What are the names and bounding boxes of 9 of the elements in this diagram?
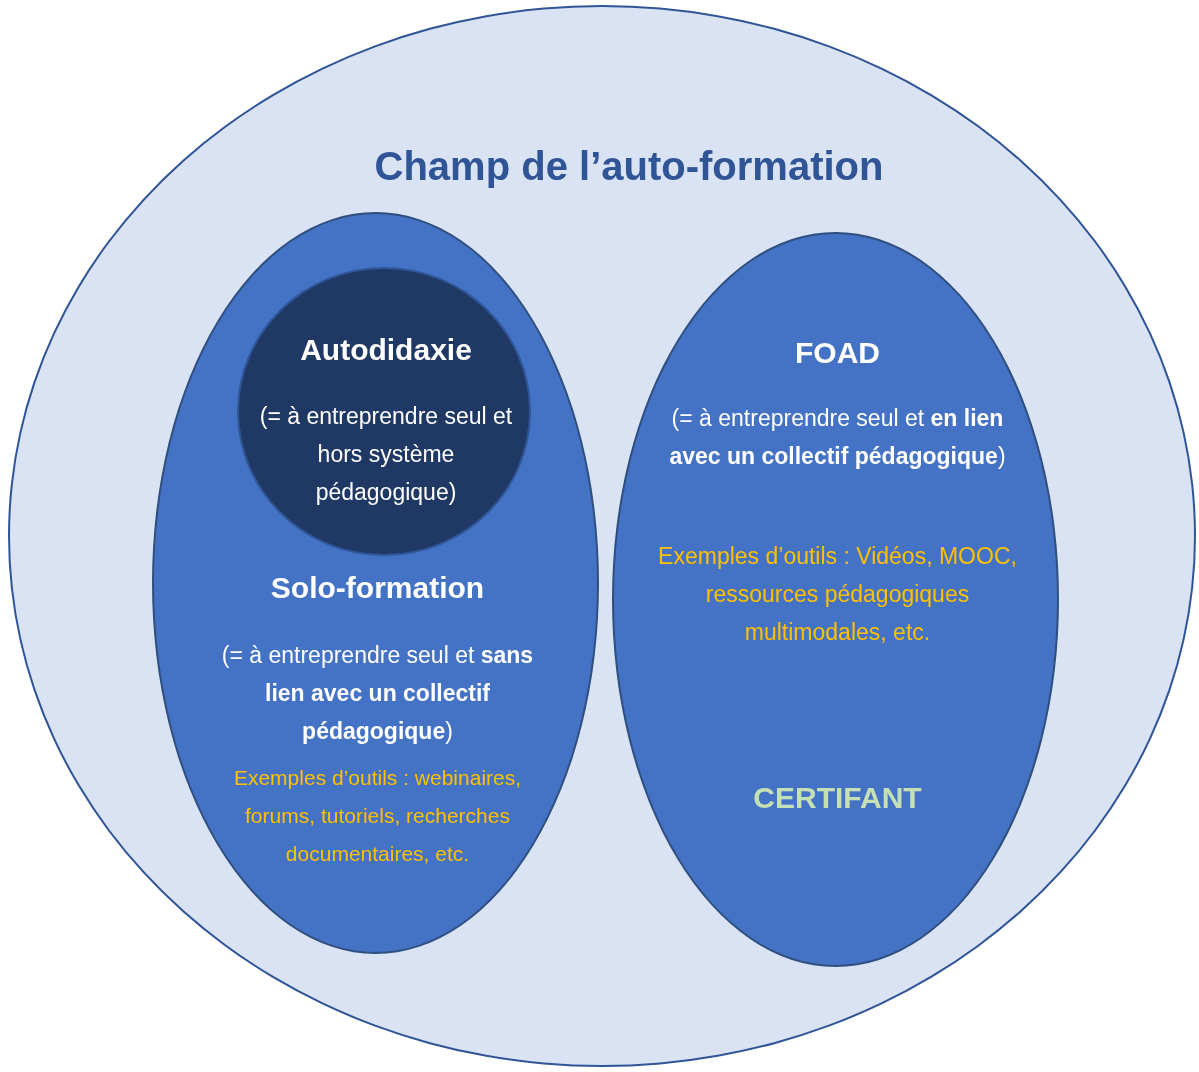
tool-examples: Exemples d’outils : Vidéos, MOOC, ressources pédagogiques multimodales, etc. — [657, 542, 1018, 647]
circle-description: (= à entreprendre seul et hors système pédagogique) — [259, 402, 513, 507]
group-heading: Solo-formation — [269, 570, 486, 606]
circle-heading: Autodidaxie — [299, 332, 473, 368]
group-description: (= à entreprendre seul et en lien avec un collectif pédagogique) — [669, 404, 1006, 471]
certification-label: CERTIFANT — [752, 780, 923, 816]
tool-examples: Exemples d’outils : webinaires, forums, tutoriels, recherches documentaires, etc. — [232, 765, 523, 867]
group-description: (= à entreprendre seul et sans lien avec un collectif pédagogique) — [220, 641, 535, 746]
group-heading: FOAD — [794, 335, 881, 371]
